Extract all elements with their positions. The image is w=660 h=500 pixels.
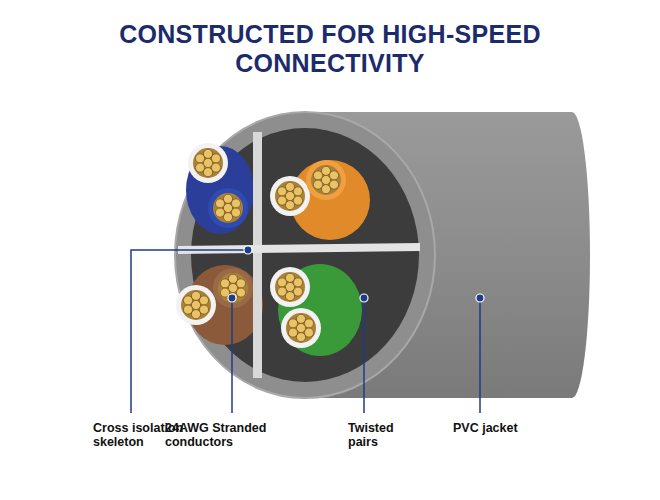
title: CONSTRUCTED FOR HIGH-SPEED CONNECTIVITY — [110, 20, 550, 78]
part-label: PVC jacket — [453, 421, 563, 435]
part-label: 24AWG Stranded conductors — [165, 421, 273, 449]
part-label: Twisted pairs — [348, 421, 403, 449]
